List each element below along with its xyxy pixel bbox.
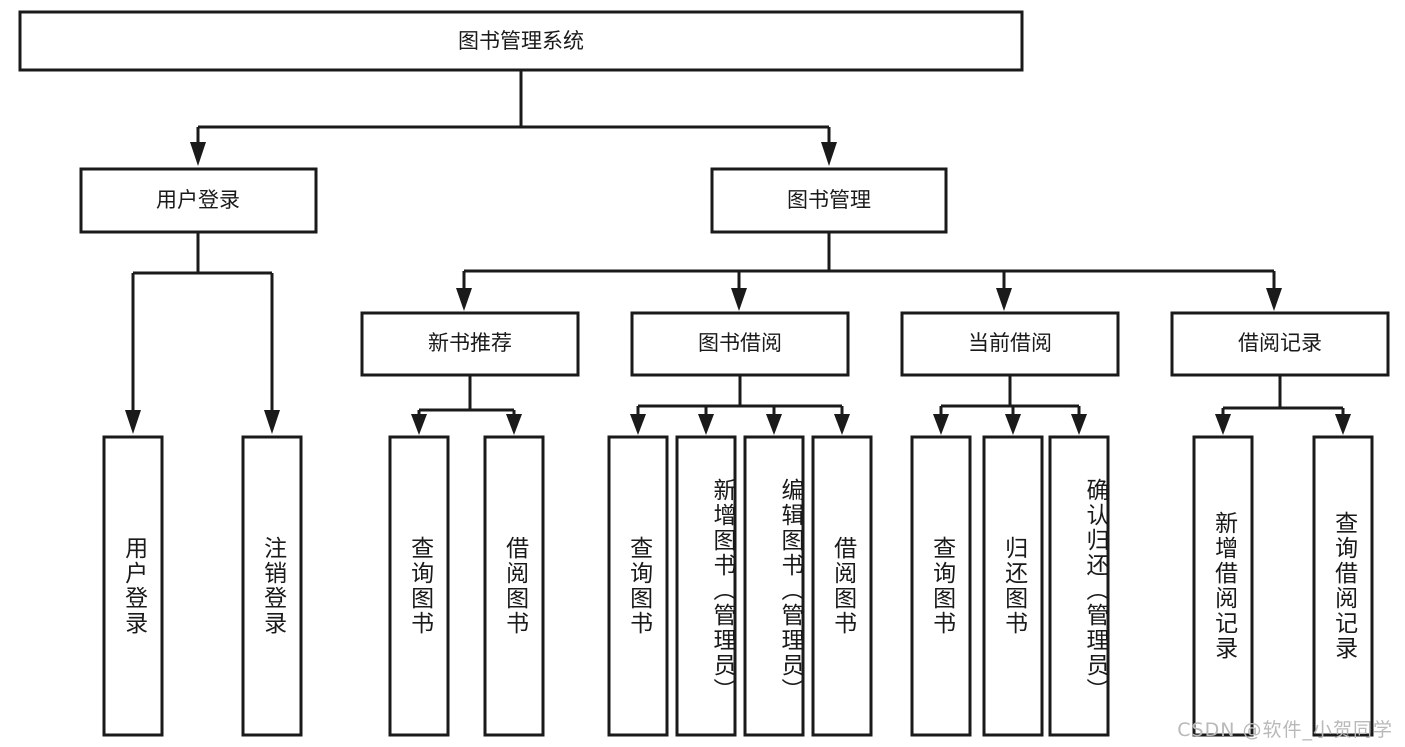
leaf-rect-borrow-book-1[interactable] (483, 435, 545, 737)
node-book-management-rect[interactable] (710, 167, 948, 234)
node-current-borrow-label: 当前借阅 (968, 331, 1052, 355)
node-borrow-record[interactable]: 借阅记录 (1170, 311, 1390, 377)
node-new-book-recommend[interactable]: 新书推荐 (360, 311, 580, 377)
node-user-login[interactable]: 用户登录 (79, 167, 318, 234)
connector-group-current-borrow (933, 375, 1087, 435)
arrow-head-icon (731, 288, 747, 311)
leaf-rect-add-book[interactable] (675, 435, 737, 737)
leaf-rect-query-book-1[interactable] (388, 435, 450, 737)
arrow-head-icon (1071, 414, 1087, 435)
leaf-rect-query-book-3[interactable] (910, 435, 972, 737)
node-borrow-record-label: 借阅记录 (1238, 331, 1322, 355)
leaf-rect-return-book[interactable] (982, 435, 1044, 737)
node-user-login-label: 用户登录 (156, 188, 240, 212)
node-root-label: 图书管理系统 (458, 29, 584, 53)
arrow-head-icon (1335, 414, 1351, 435)
node-new-book-recommend-label: 新书推荐 (428, 331, 512, 355)
arrow-head-icon (264, 410, 280, 434)
connector-group-root (190, 70, 837, 166)
leaf-rect-user-login[interactable] (102, 435, 164, 737)
arrow-head-icon (1266, 288, 1282, 311)
arrow-head-icon (834, 414, 850, 435)
leaf-rect-query-book-2[interactable] (607, 435, 669, 737)
arrow-head-icon (933, 414, 949, 435)
connector-group-user-login (125, 232, 280, 434)
leaf-rect-query-borrow-record[interactable] (1312, 435, 1374, 737)
arrow-head-icon (821, 142, 837, 166)
arrow-head-icon (456, 288, 472, 311)
node-root[interactable]: 图书管理系统 (18, 10, 1024, 72)
arrow-head-icon (506, 414, 522, 435)
leaf-rect-logout-login[interactable] (241, 435, 303, 737)
node-borrow-record-rect[interactable] (1170, 311, 1390, 377)
node-current-borrow-rect[interactable] (900, 311, 1120, 377)
leaf-rect-edit-book[interactable] (743, 435, 805, 737)
csdn-watermark: CSDN @软件_小贺同学 (1177, 719, 1393, 741)
node-user-login-rect[interactable] (79, 167, 318, 234)
leaf-rects (102, 435, 1374, 737)
arrow-head-icon (125, 410, 141, 434)
arrow-head-icon (630, 414, 646, 435)
node-book-management[interactable]: 图书管理 (710, 167, 948, 234)
arrow-head-icon (190, 142, 206, 166)
connector-group-book-mgmt (456, 232, 1282, 311)
arrow-head-icon (1005, 414, 1021, 435)
node-book-borrow-rect[interactable] (630, 311, 850, 377)
connector-group-borrow (630, 375, 850, 435)
node-current-borrow[interactable]: 当前借阅 (900, 311, 1120, 377)
leaf-rect-borrow-book-2[interactable] (811, 435, 873, 737)
connector-group-borrow-record (1215, 375, 1351, 435)
connector-group-new-book (411, 375, 522, 435)
arrow-head-icon (766, 414, 782, 435)
node-book-borrow[interactable]: 图书借阅 (630, 311, 850, 377)
arrow-head-icon (698, 414, 714, 435)
node-new-book-recommend-rect[interactable] (360, 311, 580, 377)
node-book-borrow-label: 图书借阅 (698, 331, 782, 355)
arrow-head-icon (411, 414, 427, 435)
leaf-rect-confirm-return[interactable] (1048, 435, 1110, 737)
leaf-rect-add-borrow-record[interactable] (1192, 435, 1254, 737)
node-root-rect[interactable] (18, 10, 1024, 72)
arrow-head-icon (1215, 414, 1231, 435)
arrow-head-icon (996, 288, 1012, 311)
node-book-management-label: 图书管理 (787, 188, 871, 212)
